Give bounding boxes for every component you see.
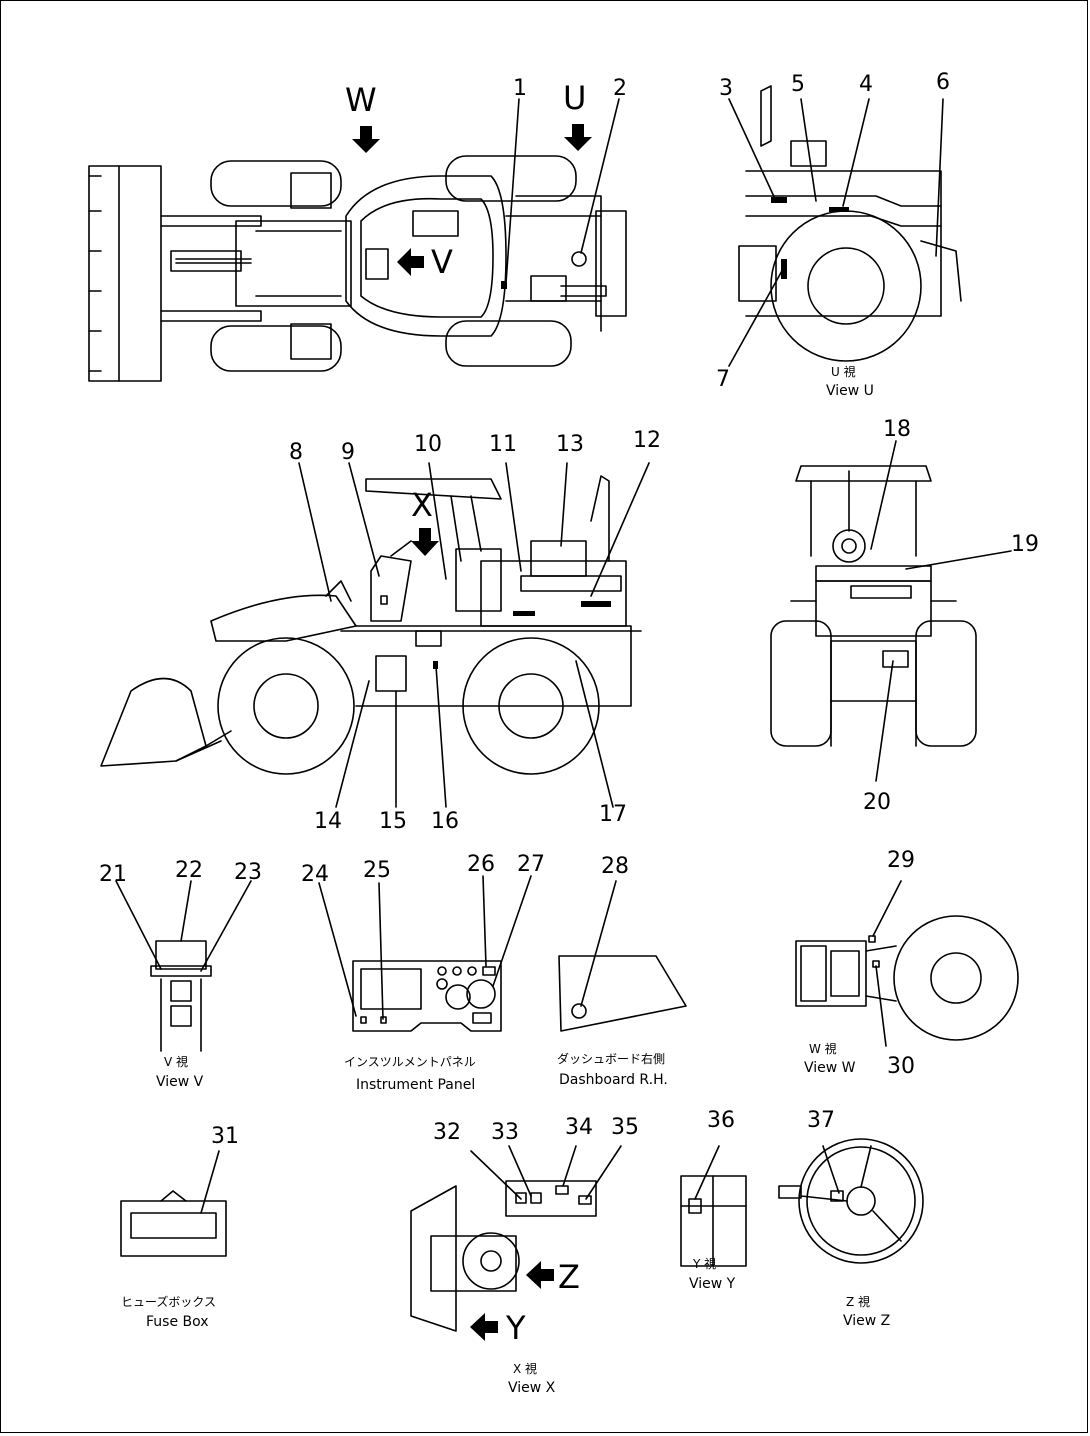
caption-instrument-panel-jp: インスツルメントパネル — [344, 1055, 476, 1069]
callout-7: 7 — [716, 367, 730, 392]
caption-dashboard-jp: ダッシュボード右側 — [557, 1051, 665, 1066]
caption-view-z-jp: Z 視 — [846, 1294, 870, 1309]
callout-28: 28 — [601, 854, 629, 879]
callout-33: 33 — [491, 1120, 519, 1145]
callout-37: 37 — [807, 1108, 835, 1133]
callout-15: 15 — [379, 809, 407, 834]
callout-11: 11 — [489, 432, 517, 457]
callout-21: 21 — [99, 862, 127, 887]
callout-19: 19 — [1011, 532, 1039, 557]
caption-view-y: View Y — [689, 1276, 736, 1292]
callout-5: 5 — [791, 72, 805, 97]
callout-18: 18 — [883, 417, 911, 442]
callout-16: 16 — [431, 809, 459, 834]
view-z-drawing — [778, 1138, 924, 1264]
view-letter-z: Z — [558, 1258, 580, 1296]
caption-instrument-panel: Instrument Panel — [356, 1077, 475, 1093]
callout-14: 14 — [314, 809, 342, 834]
callout-13: 13 — [556, 432, 584, 457]
callout-12: 12 — [633, 428, 661, 453]
callout-8: 8 — [289, 440, 303, 465]
callout-1: 1 — [513, 76, 527, 101]
callout-34: 34 — [565, 1115, 593, 1140]
dashboard-drawing — [558, 880, 687, 1032]
callout-2: 2 — [613, 76, 627, 101]
callout-25: 25 — [363, 858, 391, 883]
caption-view-u: View U — [826, 383, 874, 399]
callout-23: 23 — [234, 860, 262, 885]
caption-view-w: View W — [804, 1060, 856, 1076]
view-v-drawing — [115, 880, 252, 1052]
caption-fuse-box: Fuse Box — [146, 1314, 209, 1330]
caption-view-z: View Z — [843, 1313, 890, 1329]
caption-view-y-jp: Y 視 — [692, 1256, 716, 1271]
callout-9: 9 — [341, 440, 355, 465]
view-u-drawing — [728, 85, 962, 367]
view-letter-v: V — [431, 243, 453, 281]
callout-6: 6 — [936, 70, 950, 95]
callout-20: 20 — [863, 790, 891, 815]
caption-dashboard: Dashboard R.H. — [559, 1072, 668, 1088]
caption-fuse-box-jp: ヒューズボックス — [121, 1294, 216, 1309]
callout-35: 35 — [611, 1115, 639, 1140]
callout-30: 30 — [887, 1054, 915, 1079]
caption-view-x-jp: X 視 — [513, 1361, 537, 1376]
instrument-panel-drawing — [318, 875, 532, 1032]
caption-view-x: View X — [508, 1380, 556, 1396]
callout-36: 36 — [707, 1108, 735, 1133]
callout-22: 22 — [175, 858, 203, 883]
view-x-drawing — [410, 1145, 622, 1341]
view-letter-x: X — [411, 486, 433, 524]
callout-4: 4 — [859, 72, 873, 97]
fuse-box-drawing — [120, 1150, 227, 1257]
caption-view-u-jp: U 視 — [831, 364, 856, 379]
view-letter-y: Y — [505, 1309, 526, 1347]
rear-view-machine — [770, 440, 1012, 782]
callout-26: 26 — [467, 852, 495, 877]
view-letter-w: W — [345, 81, 377, 119]
top-view-machine — [88, 98, 627, 382]
callout-32: 32 — [433, 1120, 461, 1145]
view-y-drawing — [680, 1145, 747, 1267]
callout-24: 24 — [301, 862, 329, 887]
caption-view-v-jp: V 視 — [164, 1054, 188, 1069]
side-view-machine — [100, 462, 650, 808]
caption-view-v: View V — [156, 1074, 204, 1090]
callout-27: 27 — [517, 852, 545, 877]
view-w-drawing — [795, 880, 1019, 1047]
caption-view-w-jp: W 視 — [809, 1041, 837, 1056]
callout-3: 3 — [719, 76, 733, 101]
callout-31: 31 — [211, 1124, 239, 1149]
callout-29: 29 — [887, 848, 915, 873]
callout-17: 17 — [599, 802, 627, 827]
callout-10: 10 — [414, 432, 442, 457]
view-letter-u: U — [563, 79, 586, 117]
